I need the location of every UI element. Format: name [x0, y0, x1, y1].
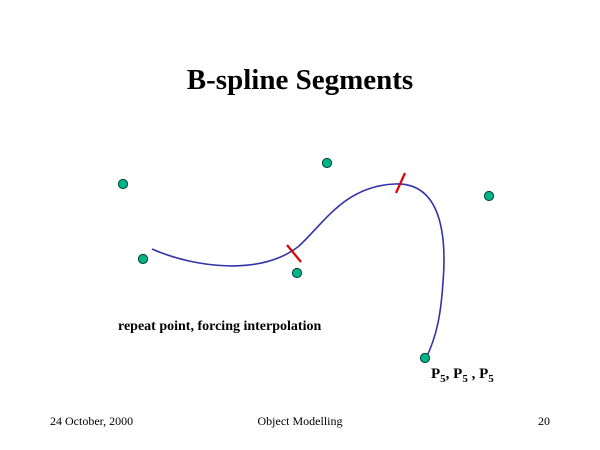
control-point — [483, 190, 495, 202]
control-point — [321, 157, 333, 169]
control-point — [137, 253, 149, 265]
footer-course: Object Modelling — [257, 414, 343, 428]
footer-date: 24 October, 2000 — [50, 414, 134, 428]
footer-page-number: 20 — [538, 414, 550, 428]
p5-label-2: P5 , — [453, 366, 480, 385]
segment-joint-mark-2 — [394, 172, 407, 194]
b-spline-curve — [151, 183, 445, 359]
p5-repeat-label: P5, P5 , P5 — [431, 366, 494, 385]
p5-label-3: P5 — [479, 366, 494, 385]
segment-joint-mark-1 — [286, 244, 302, 263]
slide-title: B-spline Segments — [186, 64, 414, 96]
p5-label-1: P5, — [431, 366, 454, 385]
control-point — [117, 178, 129, 190]
repeat-point-caption: repeat point, forcing interpolation — [118, 319, 322, 334]
control-point — [291, 267, 303, 279]
control-point-p5 — [419, 352, 431, 364]
